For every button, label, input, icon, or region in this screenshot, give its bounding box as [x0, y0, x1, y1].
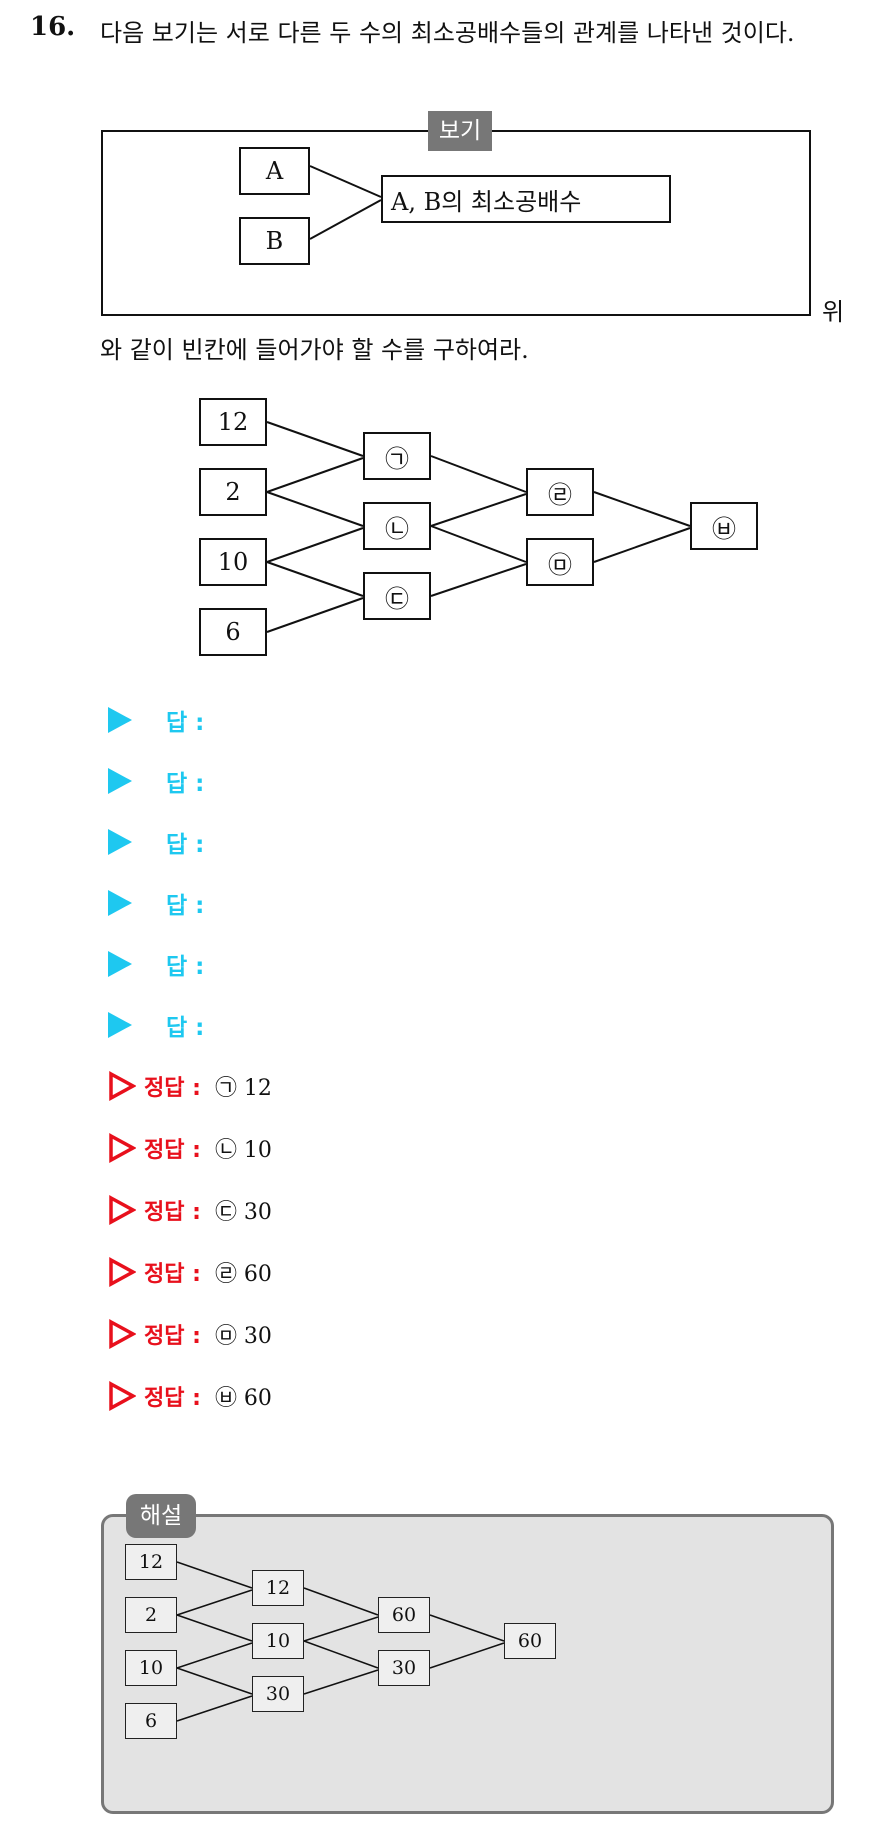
answer-label: 답 :: [166, 771, 205, 797]
example-box-b: B: [239, 217, 310, 265]
problem-connectors: [266, 421, 691, 633]
answer-label: 답 :: [166, 893, 205, 919]
correct-value: ㉣ 60: [214, 1262, 272, 1287]
problem-diagram: 12 2 10 6 ㉠ ㉡ ㉢ ㉣ ㉤ ㉥: [0, 0, 884, 700]
correct-answer-row: 정답 : ㉡ 10: [108, 1130, 272, 1166]
correct-label: 정답 :: [144, 1386, 201, 1411]
outline-triangle-icon: [109, 1071, 136, 1101]
solution-tag: 해설: [126, 1494, 196, 1538]
solution-final-box: 60: [504, 1623, 556, 1659]
correct-label: 정답 :: [144, 1076, 201, 1101]
blank-box-mieum: ㉤: [526, 538, 594, 586]
example-box-a: A: [239, 147, 310, 195]
blank-box-nieun: ㉡: [363, 502, 431, 550]
solution-box: 12 2 10 6 12 10 30 60 30 60: [101, 1514, 834, 1814]
outline-triangle-icon: [109, 1195, 136, 1225]
answer-label: 답 :: [166, 710, 205, 736]
correct-value: ㉠ 12: [214, 1076, 272, 1101]
play-triangle-icon: [108, 1012, 132, 1038]
question-number: 16.: [30, 12, 76, 42]
answer-row[interactable]: 답 :: [108, 885, 204, 921]
answer-row[interactable]: 답 :: [108, 1007, 204, 1043]
correct-answer-row: 정답 : ㉣ 60: [108, 1254, 272, 1290]
outline-triangle-icon: [109, 1257, 136, 1287]
correct-label: 정답 :: [144, 1138, 201, 1163]
blank-box-rieul: ㉣: [526, 468, 594, 516]
answer-row[interactable]: 답 :: [108, 824, 204, 860]
example-box-lcm: A, B의 최소공배수: [381, 175, 671, 223]
example-box: A B A, B의 최소공배수: [101, 130, 811, 316]
correct-value: ㉢ 30: [214, 1200, 272, 1225]
question-continuation-tail: 위: [822, 298, 845, 326]
solution-input-box: 6: [125, 1703, 177, 1739]
outline-triangle-icon: [109, 1133, 136, 1163]
correct-answer-row: 정답 : ㉢ 30: [108, 1192, 272, 1228]
solution-level1-box: 12: [252, 1570, 304, 1606]
input-box: 12: [199, 398, 267, 446]
correct-value: ㉥ 60: [214, 1386, 272, 1411]
solution-input-box: 10: [125, 1650, 177, 1686]
answer-row[interactable]: 답 :: [108, 763, 204, 799]
play-triangle-icon: [108, 829, 132, 855]
correct-answer-row: 정답 : ㉤ 30: [108, 1316, 272, 1352]
example-connectors: [309, 165, 382, 240]
play-triangle-icon: [108, 768, 132, 794]
answer-row[interactable]: 답 :: [108, 702, 204, 738]
input-box: 10: [199, 538, 267, 586]
answer-label: 답 :: [166, 832, 205, 858]
solution-level2-box: 30: [378, 1650, 430, 1686]
correct-value: ㉤ 30: [214, 1324, 272, 1349]
blank-box-digeut: ㉢: [363, 572, 431, 620]
play-triangle-icon: [108, 707, 132, 733]
question-text: 다음 보기는 서로 다른 두 수의 최소공배수들의 관계를 나타낸 것이다.: [100, 19, 795, 47]
answer-row[interactable]: 답 :: [108, 946, 204, 982]
answer-label: 답 :: [166, 954, 205, 980]
solution-level1-box: 30: [252, 1676, 304, 1712]
example-tag: 보기: [428, 111, 492, 151]
input-box: 6: [199, 608, 267, 656]
correct-value: ㉡ 10: [214, 1138, 272, 1163]
correct-label: 정답 :: [144, 1200, 201, 1225]
solution-level2-box: 60: [378, 1597, 430, 1633]
correct-answer-row: 정답 : ㉠ 12: [108, 1068, 272, 1104]
outline-triangle-icon: [109, 1381, 136, 1411]
blank-box-bieup: ㉥: [690, 502, 758, 550]
correct-label: 정답 :: [144, 1324, 201, 1349]
solution-level1-box: 10: [252, 1623, 304, 1659]
solution-connectors: [176, 1561, 505, 1722]
answer-label: 답 :: [166, 1015, 205, 1041]
play-triangle-icon: [108, 890, 132, 916]
blank-box-giyeok: ㉠: [363, 432, 431, 480]
correct-label: 정답 :: [144, 1262, 201, 1287]
solution-input-box: 12: [125, 1544, 177, 1580]
play-triangle-icon: [108, 951, 132, 977]
solution-input-box: 2: [125, 1597, 177, 1633]
correct-answer-row: 정답 : ㉥ 60: [108, 1378, 272, 1414]
question-continuation: 와 같이 빈칸에 들어가야 할 수를 구하여라.: [100, 336, 529, 364]
outline-triangle-icon: [109, 1319, 136, 1349]
input-box: 2: [199, 468, 267, 516]
